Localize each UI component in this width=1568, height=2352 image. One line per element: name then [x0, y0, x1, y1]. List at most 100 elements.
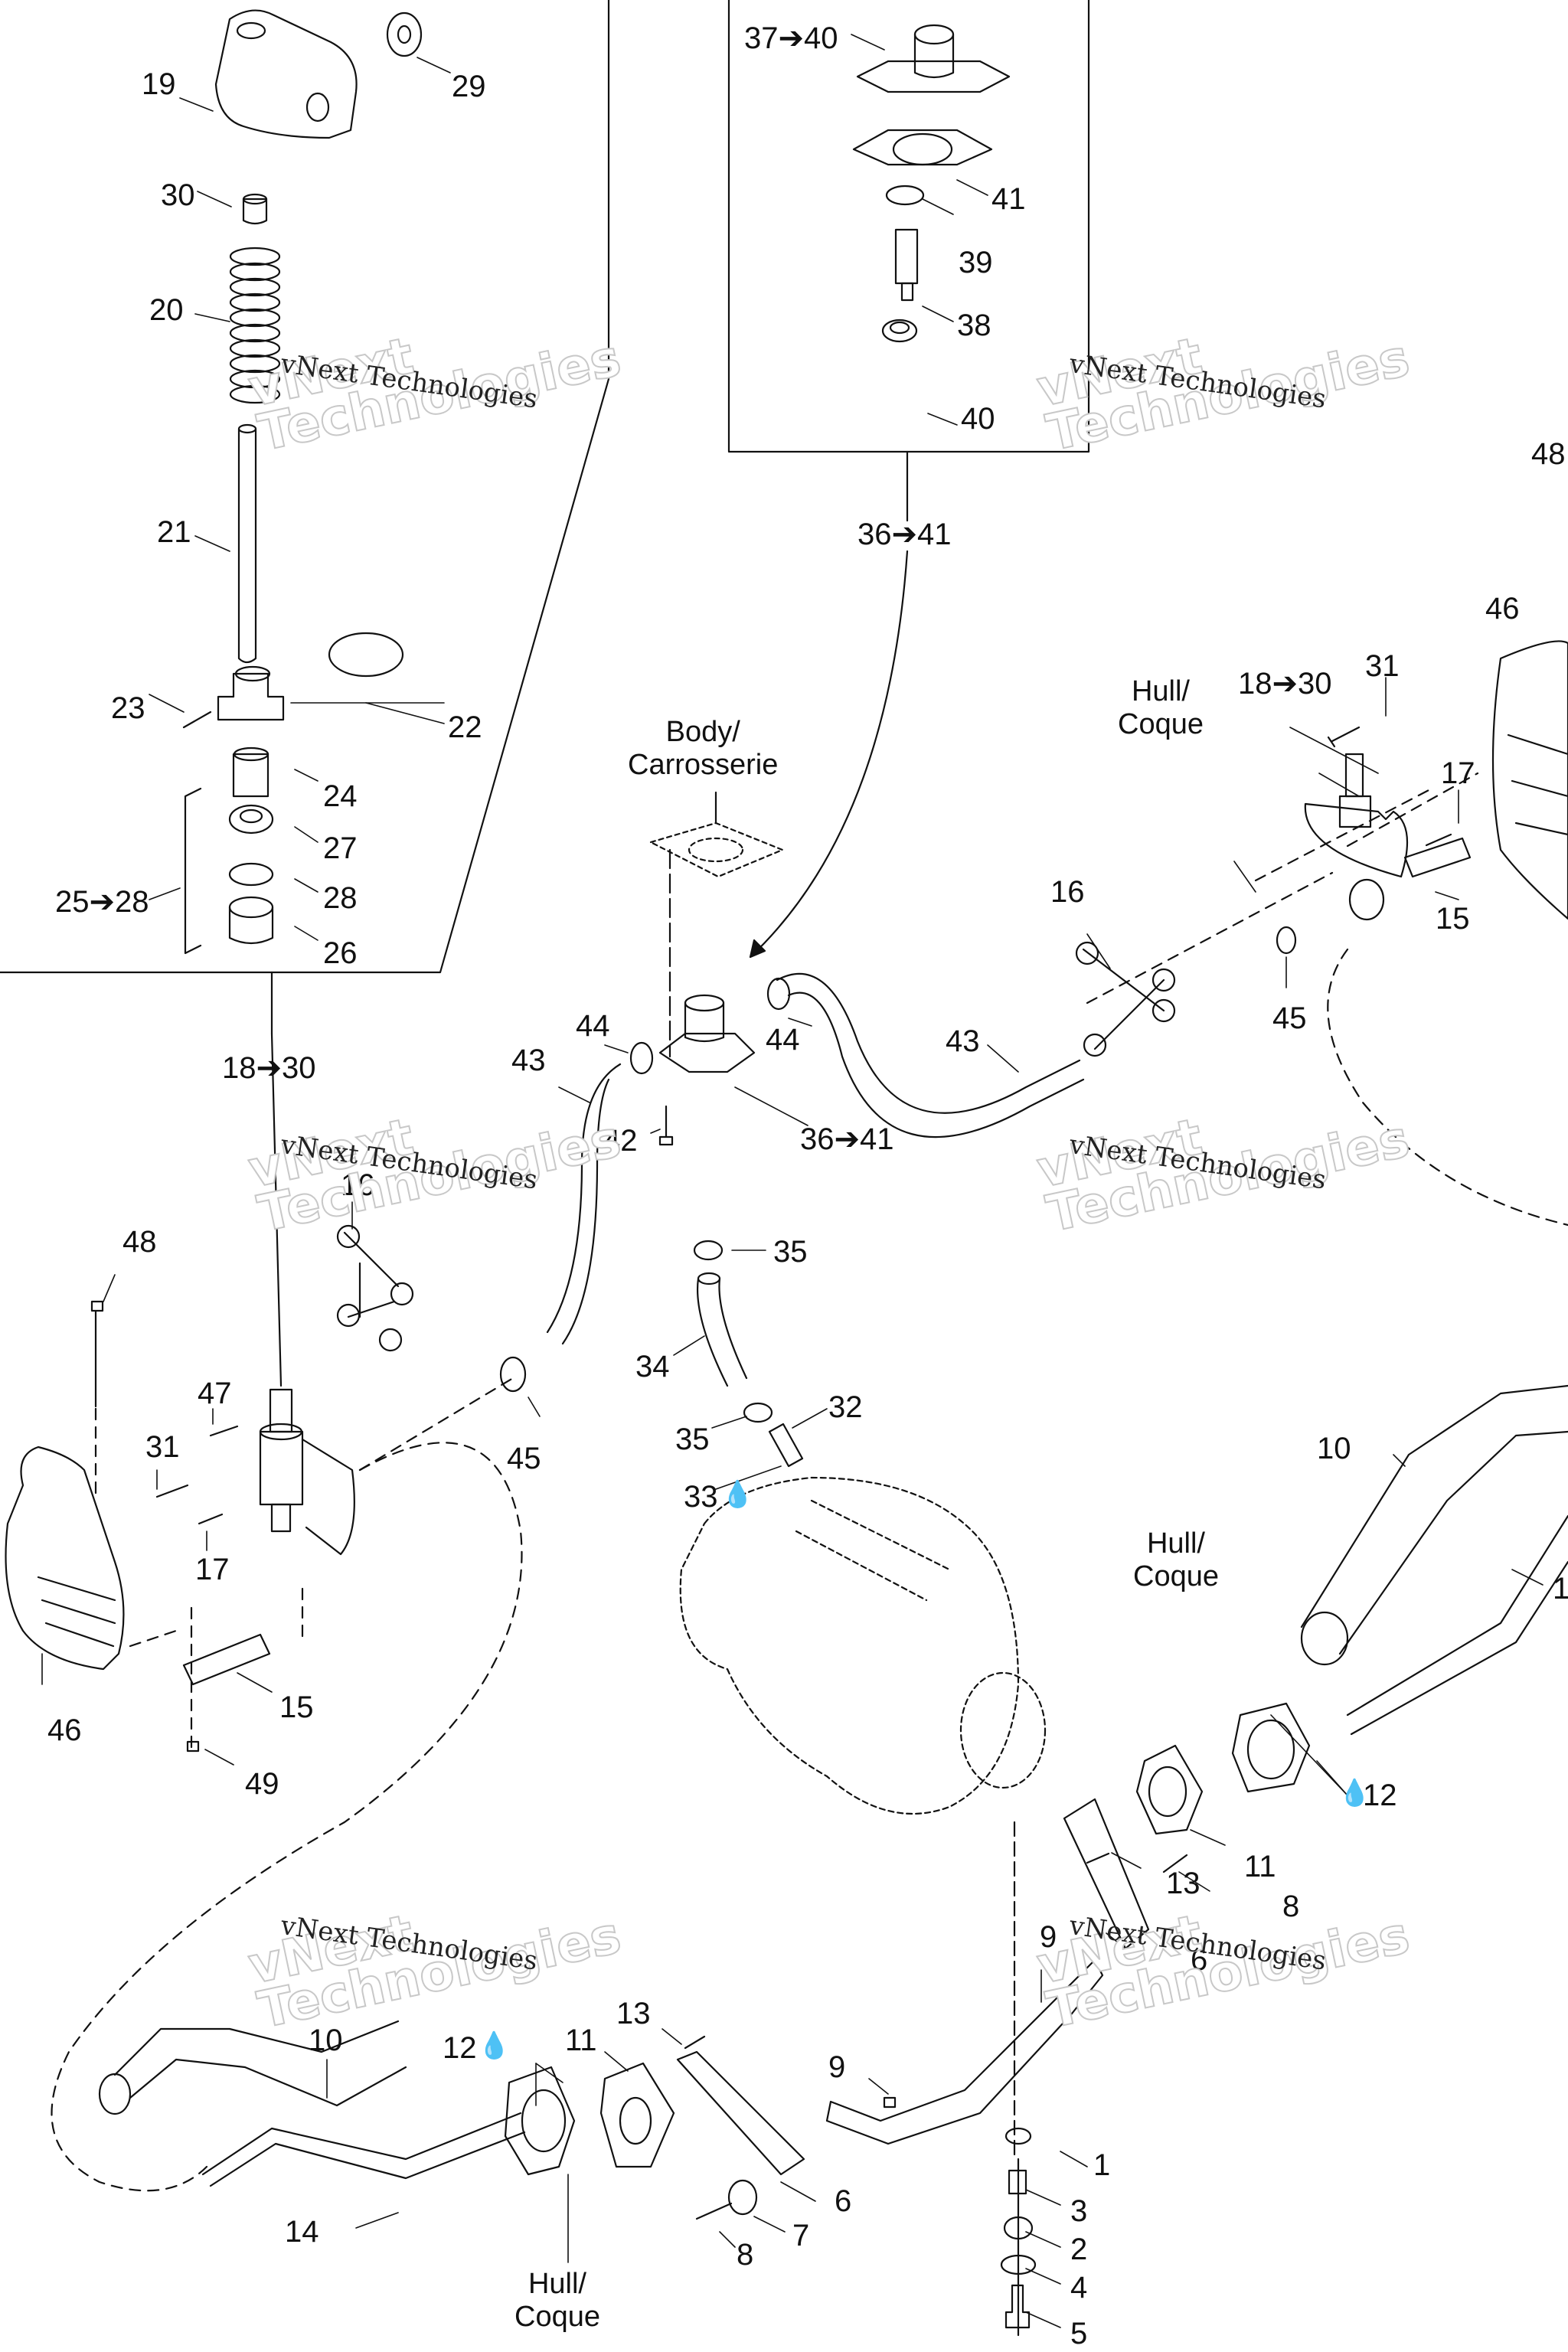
callout-1-cut: 1	[1553, 1572, 1568, 1606]
callout-31-right: 31	[1365, 649, 1400, 683]
callout-25-28: 25➔28	[55, 885, 149, 919]
leader-lines	[41, 34, 1544, 2328]
body-plate	[649, 822, 784, 878]
callout-10-left: 10	[309, 2024, 343, 2057]
bracket-25-28	[184, 787, 202, 955]
callout-20: 20	[149, 293, 184, 327]
part-20-spring	[229, 247, 281, 404]
part-14-tube-left	[201, 2112, 526, 2187]
part-16-link-right	[1075, 941, 1176, 1057]
arrow-head	[749, 939, 766, 959]
part-1-lever	[825, 1958, 1104, 2145]
callout-36-41-top: 36➔41	[858, 518, 952, 551]
callout-11-right: 11	[1244, 1850, 1276, 1883]
part-46-cover-left	[5, 1446, 125, 1671]
callout-7-left: 7	[792, 2219, 810, 2252]
part-10-pipe-right	[1300, 1384, 1568, 1666]
part-17-bolt-right	[1425, 833, 1452, 847]
callout-6-right: 6	[1191, 1943, 1208, 1977]
part-11-flange-right	[1135, 1744, 1204, 1835]
part-37-40-housing	[856, 24, 1011, 93]
part-22-sleeve	[217, 665, 285, 721]
part-29-washer	[386, 11, 423, 57]
part-42-bolt	[658, 1105, 674, 1146]
callout-31-left: 31	[145, 1430, 180, 1464]
part-49-nut	[186, 1740, 200, 1753]
callout-41: 41	[991, 182, 1026, 216]
callout-8-right: 8	[1282, 1890, 1300, 1923]
part-45-clamp-left	[499, 1356, 527, 1393]
callout-19: 19	[142, 67, 176, 101]
part-40-nut	[881, 318, 918, 343]
part-16-link-left	[336, 1224, 414, 1352]
part-31-bolt-left	[155, 1484, 189, 1498]
part-35-clamp-top	[693, 1240, 724, 1261]
callout-6-left: 6	[835, 2184, 852, 2218]
callout-18-30-right: 18➔30	[1238, 667, 1332, 701]
part-9-nut-left	[883, 2096, 897, 2109]
part-19-housing	[214, 9, 358, 139]
ref-label-body: Body/ Carrosserie	[628, 716, 779, 781]
callout-44-right: 44	[766, 1023, 800, 1057]
part-35-clamp-bottom	[743, 1402, 773, 1423]
callout-28: 28	[323, 881, 358, 915]
leader-dashed-axis-right	[1086, 772, 1479, 1004]
callout-10-right: 10	[1317, 1432, 1351, 1465]
ref-label-hull-bottom: Hull/ Coque	[514, 2268, 600, 2333]
callout-15-left: 15	[279, 1690, 314, 1724]
part-44-clamp-left	[629, 1041, 654, 1075]
callout-17-right: 17	[1441, 756, 1475, 790]
callout-2: 2	[1070, 2233, 1088, 2266]
callout-34: 34	[635, 1350, 670, 1383]
jet-pump-housing	[679, 1476, 1047, 1815]
leader-dashed-axis-left	[129, 1377, 514, 1648]
routing-dashed-left	[51, 1442, 523, 2192]
part-18-30-column-left	[259, 1388, 355, 1556]
part-21-shaft	[237, 423, 257, 664]
part-17-bolt-left	[198, 1513, 224, 1525]
callout-35-top: 35	[773, 1235, 808, 1269]
callout-38: 38	[957, 309, 991, 342]
callout-48-right: 48	[1531, 437, 1566, 471]
part-24-spline	[232, 746, 270, 798]
part-38-stem	[894, 228, 919, 302]
callout-13-left: 13	[616, 1997, 651, 2030]
callout-26: 26	[323, 936, 358, 970]
subassembly-frame-left	[0, 0, 610, 974]
callout-22: 22	[448, 710, 482, 744]
part-48-bolt-left	[90, 1300, 104, 1408]
part-26-bushing	[228, 896, 274, 945]
part-15-spline-right	[1403, 837, 1472, 878]
part-10-pipe-left	[98, 2020, 407, 2115]
callout-3: 3	[1070, 2194, 1088, 2228]
callout-16-right: 16	[1050, 875, 1085, 909]
callout-30: 30	[161, 178, 195, 212]
leader-18-30-shaft	[270, 1032, 283, 1387]
callout-45-right: 45	[1272, 1001, 1307, 1035]
part-5-bolt	[1004, 2284, 1031, 2329]
callout-16-left: 16	[341, 1168, 375, 1202]
callout-12-left: 12	[443, 2031, 477, 2065]
callout-13-right: 13	[1166, 1867, 1200, 1900]
callout-45-left: 45	[507, 1442, 541, 1475]
callout-4: 4	[1070, 2271, 1088, 2305]
part-22-ring	[328, 632, 404, 678]
callout-24: 24	[323, 779, 358, 813]
part-27-nut	[228, 804, 274, 835]
callout-17-left: 17	[195, 1553, 230, 1586]
ref-label-hull-top: Hull/ Coque	[1118, 675, 1204, 740]
callout-27: 27	[323, 831, 358, 865]
callout-48-left: 48	[122, 1225, 157, 1259]
callout-12-right: 12	[1363, 1779, 1397, 1812]
callout-36-41-mid: 36➔41	[800, 1122, 894, 1156]
part-28-ring	[228, 862, 274, 887]
part-8-bolt-right	[1162, 1854, 1188, 1873]
part-15-spline-left	[182, 1633, 271, 1686]
drop-icon: 💧	[478, 2031, 511, 2060]
part-12-gasket-left	[504, 2066, 576, 2176]
subassembly-frame-top	[727, 0, 1090, 453]
routing-dashed-right	[1327, 948, 1568, 1227]
part-23-pin	[182, 710, 212, 729]
callout-44-left: 44	[576, 1009, 610, 1043]
